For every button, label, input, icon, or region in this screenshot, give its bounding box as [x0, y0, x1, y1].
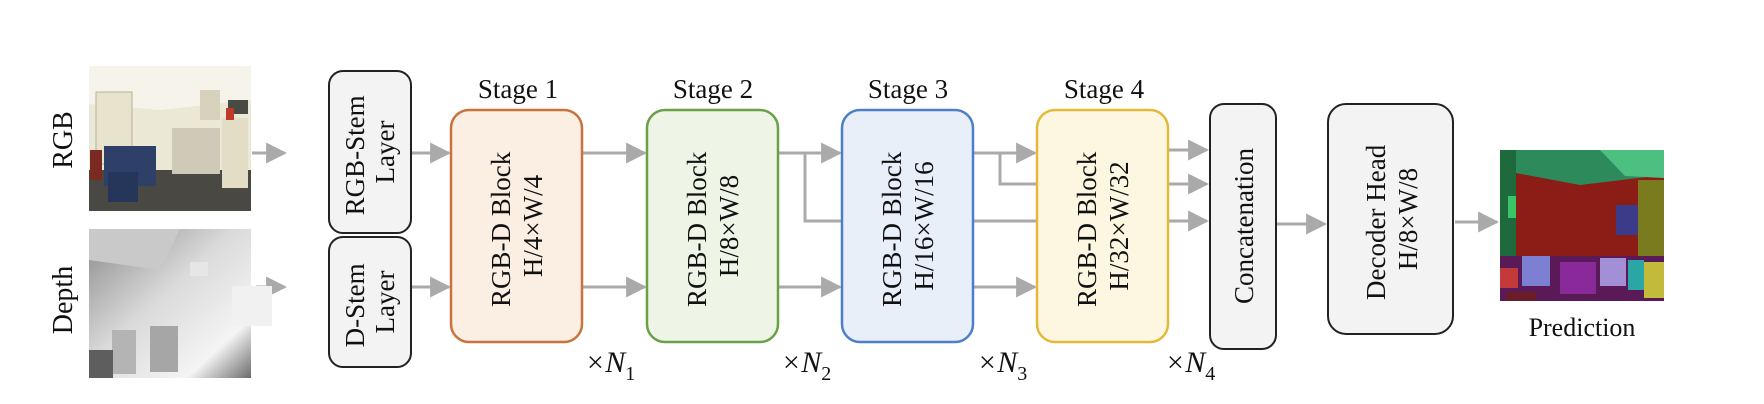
- stage-2-repeat: ×N: [781, 346, 823, 379]
- stage-1-block: Stage 1 RGB-D Block H/4×W/4 ×N1: [449, 74, 635, 385]
- stage-1-repeat-index: 1: [625, 363, 635, 385]
- stage-2-block: Stage 2 RGB-D Block H/8×W/8 ×N2: [645, 74, 831, 385]
- rgb-stem-layer: RGB-Stem Layer: [328, 70, 412, 234]
- stage-1-title: Stage 1: [478, 74, 558, 104]
- svg-text:RGB-D Block H/8×W/8: RGB-D Block H/8×W/8: [682, 145, 744, 307]
- depth-stem-line2: Layer: [370, 271, 400, 334]
- decoder-head-resolution: H/8×W/8: [1393, 168, 1423, 270]
- svg-text:Decoder Head H/8×W/8: Decoder Head H/8×W/8: [1361, 138, 1423, 300]
- decoder-head-title: Decoder Head: [1361, 144, 1391, 300]
- depth-stem-layer: D-Stem Layer: [328, 236, 412, 368]
- stage-4-block: Stage 4 RGB-D Block H/32×W/32 ×N4: [1035, 74, 1215, 385]
- stage-3-resolution: H/16×W/16: [909, 161, 939, 290]
- stage-4-resolution: H/32×W/32: [1104, 161, 1134, 290]
- stage-3-repeat-index: 3: [1017, 363, 1027, 385]
- svg-text:RGB-D Block H/32×W/32: RGB-D Block H/32×W/32: [1072, 145, 1134, 307]
- svg-text:RGB-D Block H/16×W/16: RGB-D Block H/16×W/16: [877, 145, 939, 307]
- stage-3-block-label: RGB-D Block: [877, 151, 907, 307]
- svg-text:×N4: ×N4: [1165, 346, 1215, 385]
- stage-4-repeat: ×N: [1165, 346, 1207, 379]
- stage-4-block-label: RGB-D Block: [1072, 151, 1102, 307]
- svg-text:×N1: ×N1: [585, 346, 635, 385]
- depth-stem-line1: D-Stem: [340, 263, 370, 347]
- svg-text:×N2: ×N2: [781, 346, 831, 385]
- stage-2-repeat-index: 2: [821, 363, 831, 385]
- stage-3-title: Stage 3: [868, 74, 948, 104]
- prediction-segmentation-image: [1500, 150, 1664, 301]
- stage-1-repeat: ×N: [585, 346, 627, 379]
- svg-text:RGB-Stem Layer: RGB-Stem Layer: [340, 89, 400, 216]
- stage-3-repeat: ×N: [977, 346, 1019, 379]
- concatenation-block: Concatenation: [1209, 103, 1277, 350]
- svg-text:RGB-D Block H/4×W/4: RGB-D Block H/4×W/4: [486, 145, 548, 307]
- rgb-input-image: [89, 66, 251, 211]
- svg-text:×N3: ×N3: [977, 346, 1027, 385]
- stage-1-block-label: RGB-D Block: [486, 151, 516, 307]
- stage-4-repeat-index: 4: [1205, 363, 1215, 385]
- decoder-head-block: Decoder Head H/8×W/8: [1327, 103, 1454, 335]
- depth-input-image: [89, 229, 272, 378]
- svg-text:D-Stem Layer: D-Stem Layer: [340, 257, 400, 348]
- prediction-label: Prediction: [1529, 313, 1636, 342]
- rgb-row-label: RGB: [48, 111, 79, 169]
- stage-2-title: Stage 2: [673, 74, 753, 104]
- stage-1-resolution: H/4×W/4: [518, 174, 548, 277]
- rgb-stem-line2: Layer: [370, 121, 400, 184]
- stage-2-block-label: RGB-D Block: [682, 151, 712, 307]
- stage-2-resolution: H/8×W/8: [714, 175, 744, 277]
- stage-3-block: Stage 3 RGB-D Block H/16×W/16 ×N3: [840, 74, 1027, 385]
- depth-row-label: Depth: [48, 266, 79, 334]
- concatenation-label: Concatenation: [1229, 148, 1259, 304]
- rgb-stem-line1: RGB-Stem: [340, 95, 370, 215]
- stage-4-title: Stage 4: [1064, 74, 1145, 104]
